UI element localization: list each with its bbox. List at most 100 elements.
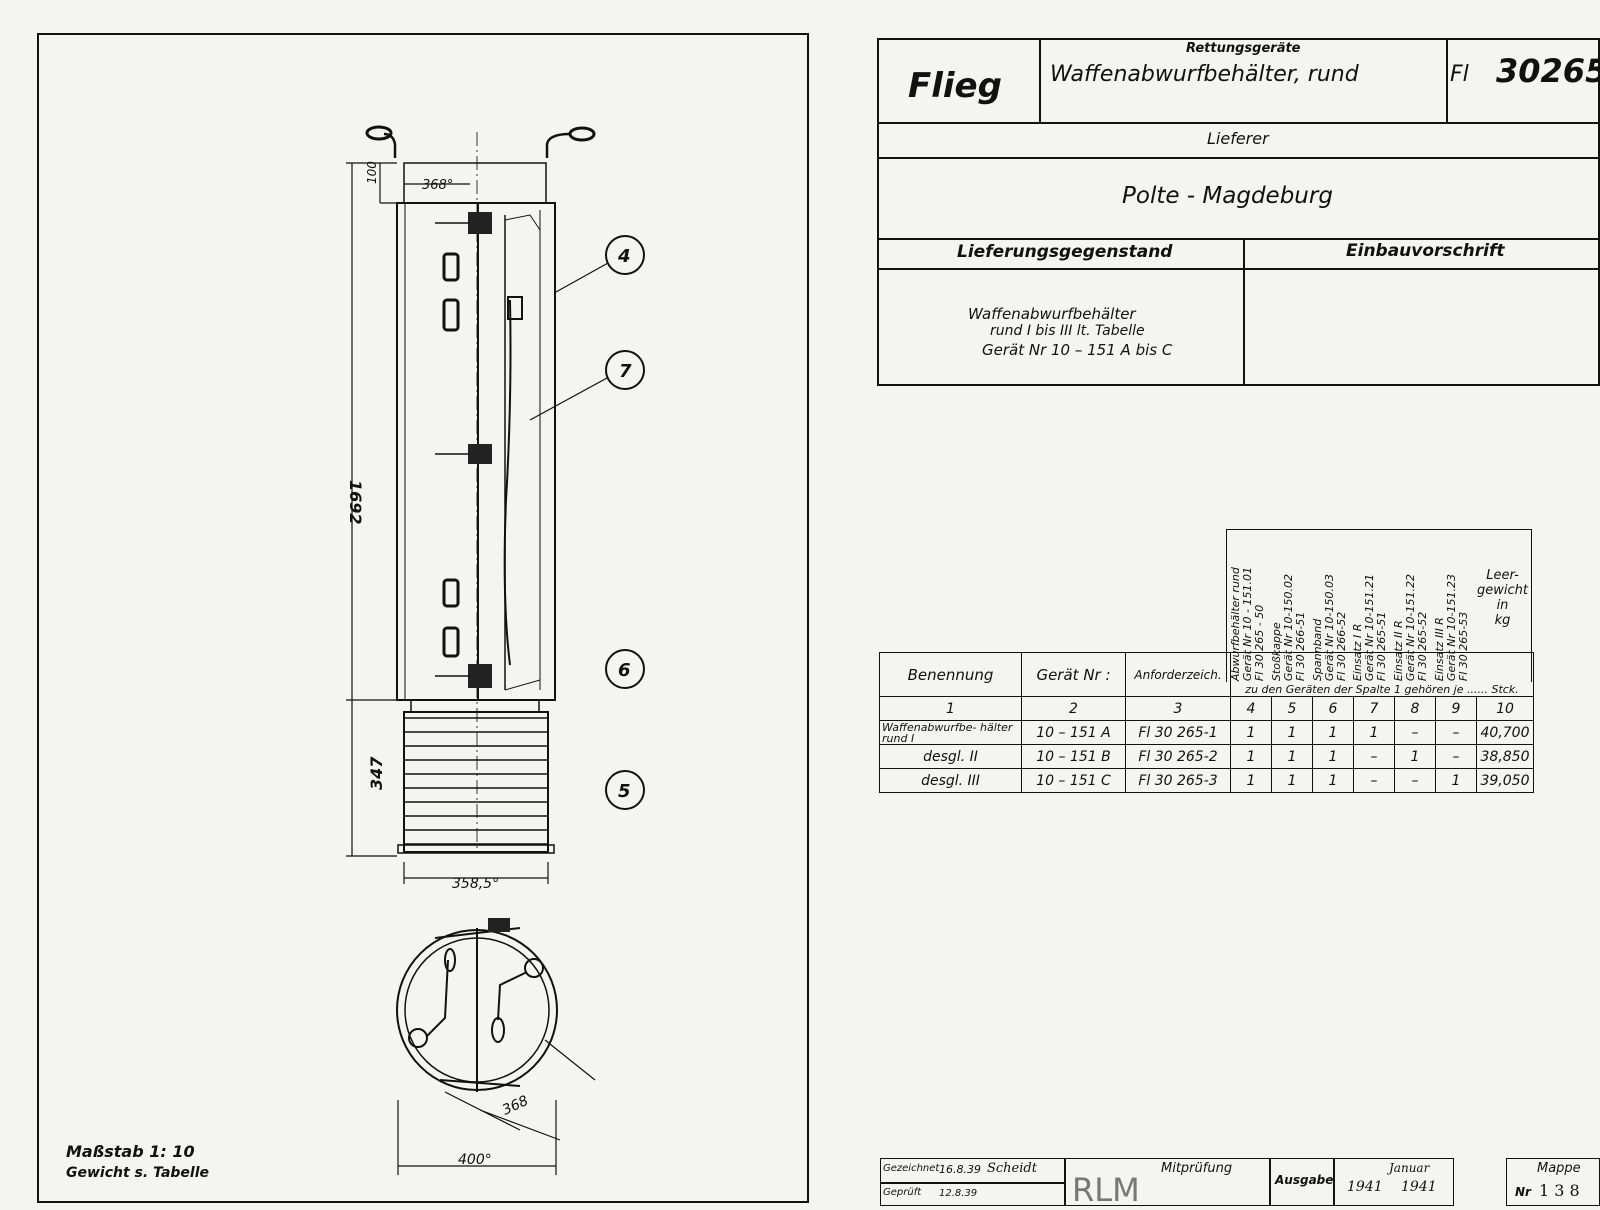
ausgabe-year-1: 1941 xyxy=(1347,1179,1383,1195)
colnum-7: 7 xyxy=(1353,696,1395,721)
row2-anf: Fl 30 265-2 xyxy=(1125,744,1231,769)
dim-bellows-width: 358,5° xyxy=(452,876,499,892)
row3-geraet: 10 – 151 C xyxy=(1021,768,1126,793)
technical-drawing: 100 368° 1692 347 358,5° 4 7 6 5 368 xyxy=(37,33,809,1203)
title-block xyxy=(877,38,1600,386)
callout-5-circle xyxy=(605,770,645,810)
category-label: Rettungsgeräte xyxy=(1186,41,1301,56)
callout-5: 5 xyxy=(618,781,631,802)
ausgabe-date-cell: 1941 Januar 1941 xyxy=(1334,1158,1454,1206)
geprueft-label: Geprüft xyxy=(883,1187,922,1198)
row2-c7: – xyxy=(1353,744,1395,769)
row3-c7: – xyxy=(1353,768,1395,793)
row1-c6: 1 xyxy=(1312,720,1354,745)
col-benennung: Benennung xyxy=(879,652,1022,697)
dim-base-width: 400° xyxy=(458,1152,492,1168)
dim-top-height: 100 xyxy=(365,161,379,184)
fl-prefix: Fl xyxy=(1450,62,1469,87)
gegenstand-line2: rund I bis III lt. Tabelle xyxy=(990,323,1145,339)
dim-bellows-length: 347 xyxy=(367,756,386,790)
span-note: zu den Geräten der Spalte 1 gehören je .… xyxy=(1230,652,1534,697)
row1-c7: 1 xyxy=(1353,720,1395,745)
mappe-label: Mappe xyxy=(1537,1161,1581,1176)
parts-table: Benennung Gerät Nr : Anforderzeich. zu d… xyxy=(879,652,1534,793)
colnum-1: 1 xyxy=(879,696,1022,721)
table-row: desgl. III 10 – 151 C Fl 30 265-3 1 1 1 … xyxy=(879,768,1534,793)
colnum-10: 10 xyxy=(1476,696,1534,721)
callout-7: 7 xyxy=(619,361,632,382)
row1-weight: 40,700 xyxy=(1476,720,1534,745)
gezeichnet-cell: Gezeichnet 16.8.39 Scheidt Geprüft 12.8.… xyxy=(880,1158,1065,1206)
lieferer-label: Lieferer xyxy=(1207,129,1269,148)
vertical-header-block xyxy=(1226,529,1532,682)
gegenstand-line3: Gerät Nr 10 – 151 A bis C xyxy=(982,341,1173,359)
colnum-9: 9 xyxy=(1435,696,1477,721)
table-row: desgl. II 10 – 151 B Fl 30 265-2 1 1 1 –… xyxy=(879,744,1534,769)
colnum-8: 8 xyxy=(1394,696,1436,721)
gezeichnet-date: 16.8.39 xyxy=(939,1163,981,1176)
colnum-2: 2 xyxy=(1021,696,1126,721)
rlm-stamp: RLM xyxy=(1072,1171,1140,1209)
row3-c8: – xyxy=(1394,768,1436,793)
mappe-cell: Mappe Nr 1 3 8 xyxy=(1506,1158,1600,1206)
colnum-5: 5 xyxy=(1271,696,1313,721)
col-anforder: Anforderzeich. xyxy=(1125,652,1231,697)
flieg-label: Flieg xyxy=(908,66,1002,106)
row2-c4: 1 xyxy=(1230,744,1272,769)
rlm-cell: RLM Mitprüfung xyxy=(1065,1158,1270,1209)
row3-weight: 39,050 xyxy=(1476,768,1534,793)
ausgabe-month: Januar xyxy=(1389,1161,1430,1175)
colnum-4: 4 xyxy=(1230,696,1272,721)
row1-geraet: 10 – 151 A xyxy=(1021,720,1126,745)
scale-note: Maßstab 1: 10 xyxy=(66,1142,195,1161)
gezeichnet-label: Gezeichnet xyxy=(883,1163,940,1174)
table-header-row: Benennung Gerät Nr : Anforderzeich. zu d… xyxy=(879,652,1534,697)
row3-c4: 1 xyxy=(1230,768,1272,793)
row2-c8: 1 xyxy=(1394,744,1436,769)
fl-number: 30265 xyxy=(1496,52,1600,90)
nr-label: Nr xyxy=(1515,1185,1531,1199)
mitpruefung-label: Mitprüfung xyxy=(1161,1161,1233,1176)
document-title: Waffenabwurfbehälter, rund xyxy=(1050,62,1359,87)
ausgabe-label: Ausgabe xyxy=(1275,1173,1334,1187)
colnum-6: 6 xyxy=(1312,696,1354,721)
ausgabe-cell: Ausgabe xyxy=(1270,1158,1334,1206)
row3-c5: 1 xyxy=(1271,768,1313,793)
column-number-row: 1 2 3 4 5 6 7 8 9 10 xyxy=(879,696,1534,721)
geprueft-date: 12.8.39 xyxy=(939,1188,978,1199)
row1-c5: 1 xyxy=(1271,720,1313,745)
lieferer-name: Polte - Magdeburg xyxy=(1122,183,1333,209)
gezeichnet-signature: Scheidt xyxy=(987,1161,1037,1176)
row2-c9: – xyxy=(1435,744,1477,769)
row2-c5: 1 xyxy=(1271,744,1313,769)
dim-top-width: 368° xyxy=(422,178,453,193)
gegenstand-line1: Waffenabwurfbehälter xyxy=(968,305,1136,323)
row2-weight: 38,850 xyxy=(1476,744,1534,769)
row3-c6: 1 xyxy=(1312,768,1354,793)
callout-7-circle xyxy=(605,350,645,390)
row2-geraet: 10 – 151 B xyxy=(1021,744,1126,769)
callout-6-circle xyxy=(605,649,645,689)
row2-c6: 1 xyxy=(1312,744,1354,769)
callout-6: 6 xyxy=(618,660,631,681)
row3-c9: 1 xyxy=(1435,768,1477,793)
row1-name: Waffenabwurfbe- hälter rund I xyxy=(879,720,1022,745)
colnum-3: 3 xyxy=(1125,696,1231,721)
nr-value: 1 3 8 xyxy=(1539,1181,1580,1200)
callout-4: 4 xyxy=(617,246,631,267)
table-row: Waffenabwurfbe- hälter rund I 10 – 151 A… xyxy=(879,720,1534,745)
row3-name: desgl. III xyxy=(879,768,1022,793)
dim-total-length: 1692 xyxy=(346,480,365,525)
row1-anf: Fl 30 265-1 xyxy=(1125,720,1231,745)
row1-c4: 1 xyxy=(1230,720,1272,745)
ausgabe-year-2: 1941 xyxy=(1401,1179,1437,1195)
row1-c8: – xyxy=(1394,720,1436,745)
einbau-label: Einbauvorschrift xyxy=(1346,241,1505,261)
dim-diagonal: 368 xyxy=(500,1093,531,1119)
leergewicht-header: Leer- gewicht in kg xyxy=(1477,568,1528,628)
gegenstand-label: Lieferungsgegenstand xyxy=(957,242,1173,262)
callout-4-circle xyxy=(605,235,645,275)
drawing-frame xyxy=(37,33,809,1203)
weight-note: Gewicht s. Tabelle xyxy=(66,1165,209,1181)
row2-name: desgl. II xyxy=(879,744,1022,769)
